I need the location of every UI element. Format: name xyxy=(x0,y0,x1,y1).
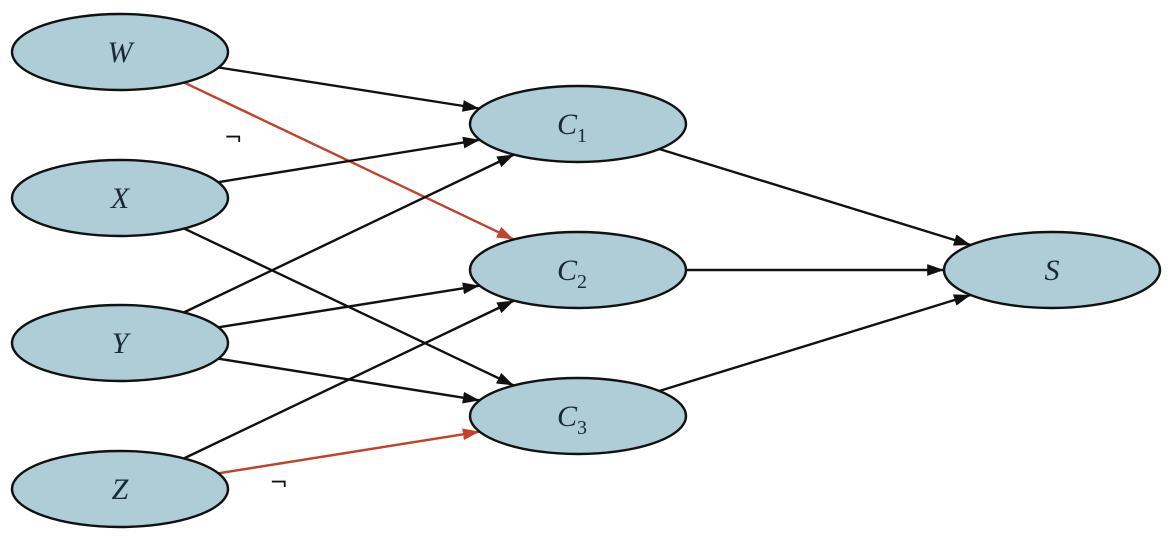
node-label-main: S xyxy=(1045,254,1060,287)
edge-x-to-c1 xyxy=(217,136,481,184)
node-label-main: Z xyxy=(112,473,129,506)
node-s: S xyxy=(942,230,1162,310)
node-w: W xyxy=(10,12,230,92)
edge-c3-to-s xyxy=(658,293,972,393)
edge-y-to-c1 xyxy=(183,153,515,314)
node-label-main: X xyxy=(110,182,131,215)
node-ellipse-z xyxy=(10,449,230,529)
node-label-main: C xyxy=(557,400,578,433)
node-label-main: C xyxy=(557,108,578,141)
node-label-y: Y xyxy=(112,327,132,360)
node-c3: C3 xyxy=(468,376,688,456)
node-label-x: X xyxy=(110,182,131,215)
node-y: Y xyxy=(10,303,230,383)
node-ellipse-w xyxy=(10,12,230,92)
edges-layer xyxy=(183,66,972,475)
node-x: X xyxy=(10,158,230,238)
node-label-w: W xyxy=(108,36,136,69)
node-label-main: W xyxy=(108,36,136,69)
node-c1: C1 xyxy=(468,84,688,164)
node-label-c3: C3 xyxy=(557,400,587,439)
node-label-s: S xyxy=(1045,254,1060,287)
edge-y-to-c2 xyxy=(218,282,480,329)
node-label-main: Y xyxy=(112,327,132,360)
node-ellipse-c3 xyxy=(468,376,688,456)
node-ellipse-c1 xyxy=(468,84,688,164)
node-ellipse-c2 xyxy=(468,230,688,310)
node-label-main: C xyxy=(557,254,578,287)
node-label-subscript: 3 xyxy=(577,417,587,439)
node-ellipse-y xyxy=(10,303,230,383)
node-ellipse-x xyxy=(10,158,230,238)
node-ellipse-s xyxy=(942,230,1162,310)
node-label-subscript: 2 xyxy=(577,271,587,293)
edge-c1-to-s xyxy=(658,147,972,247)
node-label-c1: C1 xyxy=(557,108,587,147)
node-label-z: Z xyxy=(112,473,129,506)
node-label-c2: C2 xyxy=(557,254,587,293)
node-label-subscript: 1 xyxy=(577,125,587,147)
negation-label-w-c2: ¬ xyxy=(224,126,242,151)
negation-label-z-c3: ¬ xyxy=(269,471,287,496)
node-c2: C2 xyxy=(468,230,688,310)
edge-z-to-c3-negated xyxy=(218,428,480,475)
edge-w-to-c1 xyxy=(218,66,480,112)
node-z: Z xyxy=(10,449,230,529)
edge-labels-layer: ¬¬ xyxy=(224,126,288,496)
edge-z-to-c2 xyxy=(183,299,515,460)
